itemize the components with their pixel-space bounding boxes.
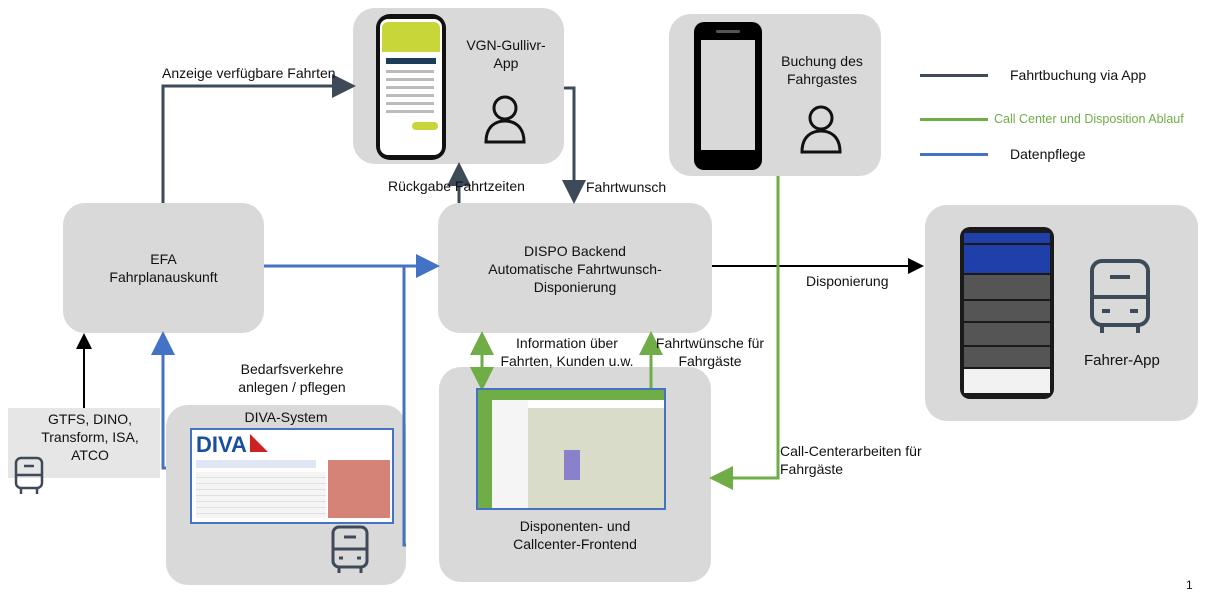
edge-label-return-times: Rückgabe Fahrtzeiten bbox=[388, 178, 525, 194]
driver-phone-icon bbox=[960, 227, 1054, 399]
edge-label-available-trips: Anzeige verfügbare Fahrten bbox=[162, 65, 336, 81]
diva-screenshot: DIVA bbox=[190, 428, 394, 524]
person-icon bbox=[484, 95, 526, 144]
edge-label-dispatching: Disponierung bbox=[806, 273, 889, 289]
edge-label-requests-passengers: Fahrtwünsche für Fahrgäste bbox=[655, 335, 765, 369]
arrow-trip-request bbox=[562, 86, 586, 204]
driver-app-label: Fahrer-App bbox=[1084, 352, 1160, 369]
edge-label-info: Information über Fahrten, Kunden u.w. bbox=[500, 335, 634, 369]
arrow-callcenter bbox=[709, 176, 780, 490]
booking-label: Buchung des Fahrgastes bbox=[781, 53, 863, 87]
diva-logo: DIVA bbox=[196, 432, 247, 457]
page-number: 1 bbox=[1186, 578, 1193, 592]
legend-line-data bbox=[920, 153, 988, 156]
edge-label-trip-request: Fahrtwunsch bbox=[586, 179, 667, 195]
dispo-box bbox=[438, 203, 712, 333]
frontend-label: Disponenten- und Callcenter-Frontend bbox=[513, 518, 637, 552]
edge-label-callcenter-work: Call-Centerarbeiten für Fahrgäste bbox=[780, 443, 922, 477]
bus-icon bbox=[331, 525, 369, 573]
sources-label: GTFS, DINO, Transform, ISA, ATCO bbox=[41, 411, 139, 463]
efa-box bbox=[63, 203, 264, 333]
bus-icon bbox=[14, 456, 44, 494]
efa-label: EFA Fahrplanauskunft bbox=[109, 251, 218, 285]
arrow-diva-efa bbox=[151, 331, 175, 470]
legend-label-callcenter: Call Center und Disposition Ablauf bbox=[994, 112, 1184, 126]
bus-icon bbox=[1090, 259, 1150, 333]
legend-line-app bbox=[920, 74, 988, 77]
person-icon bbox=[800, 105, 842, 154]
booking-phone-icon bbox=[694, 22, 762, 170]
arrow-diva-dispo bbox=[402, 266, 406, 547]
edge-label-demand-transport: Bedarfsverkehre anlegen / pflegen bbox=[238, 361, 346, 395]
arrow-available-trips bbox=[161, 74, 356, 203]
vgn-app-label: VGN-Gullivr- App bbox=[466, 37, 546, 71]
vgn-phone-icon bbox=[376, 14, 446, 160]
legend-label-app: Fahrtbuchung via App bbox=[1010, 67, 1147, 83]
dispo-label: DISPO Backend Automatische Fahrtwunsch- … bbox=[488, 243, 662, 295]
legend-line-callcenter bbox=[920, 118, 988, 121]
frontend-screenshot bbox=[476, 388, 666, 510]
diva-label: DIVA-System bbox=[244, 409, 328, 425]
legend-label-data: Datenpflege bbox=[1010, 146, 1086, 162]
